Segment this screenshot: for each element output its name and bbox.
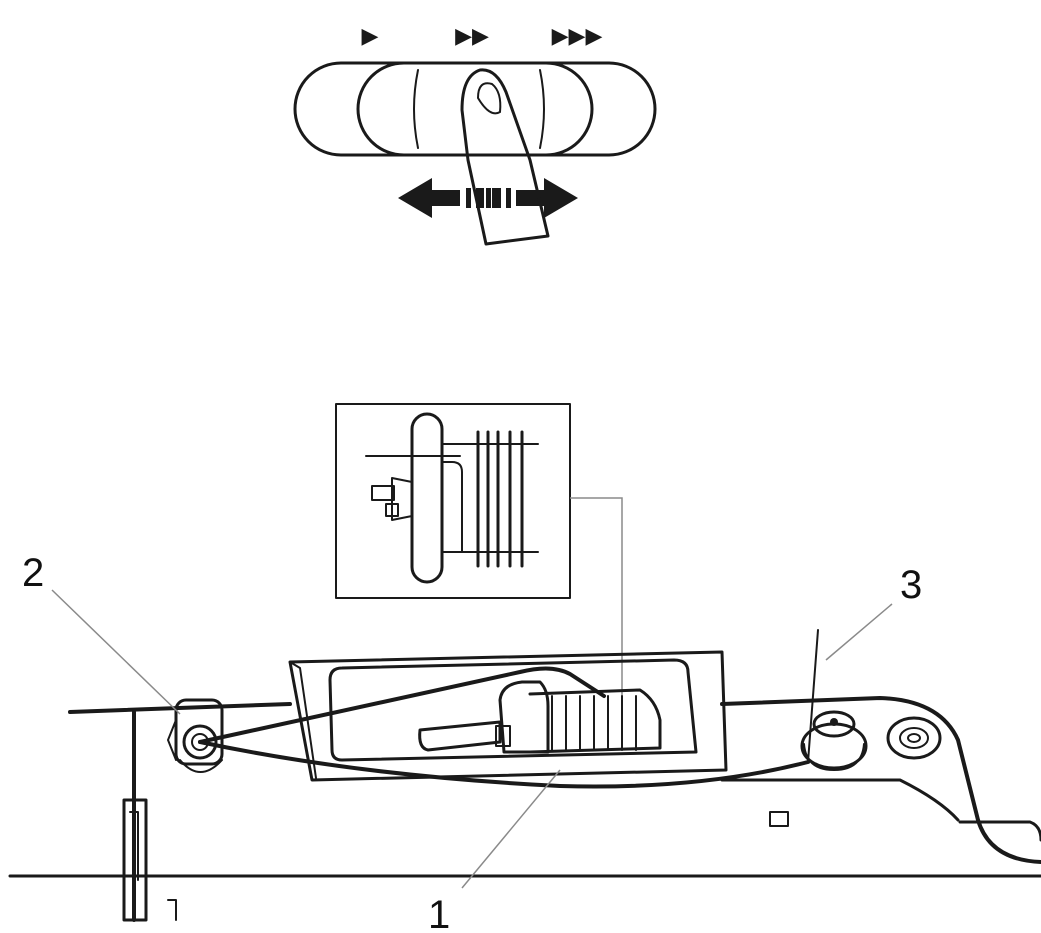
thread-spool-icon (418, 680, 662, 754)
callout-label-2: 2 (22, 551, 44, 595)
machine-top-body (8, 629, 1041, 922)
winder-stopper-knob (886, 716, 942, 760)
speed-slider-illustration: ▶ ▶▶ ▶▶▶ (293, 24, 657, 246)
speed-indicator-slow: ▶ (362, 24, 379, 49)
thread-path (198, 629, 819, 789)
slider-track (293, 61, 657, 157)
callout-label-3: 3 (900, 563, 922, 607)
speed-indicator-medium: ▶▶ (455, 24, 489, 49)
finger-icon (460, 68, 550, 246)
bobbin-winder (800, 710, 868, 771)
speed-indicator-fast: ▶▶▶ (552, 24, 603, 49)
slider-knob[interactable] (356, 61, 594, 157)
callouts: 2 1 3 (22, 551, 922, 933)
slide-direction-arrow-icon (398, 178, 578, 218)
thread-guide (167, 698, 224, 773)
indicator-square (769, 811, 789, 827)
bobbin-detail-inset (335, 403, 623, 716)
callout-label-1: 1 (428, 893, 450, 933)
